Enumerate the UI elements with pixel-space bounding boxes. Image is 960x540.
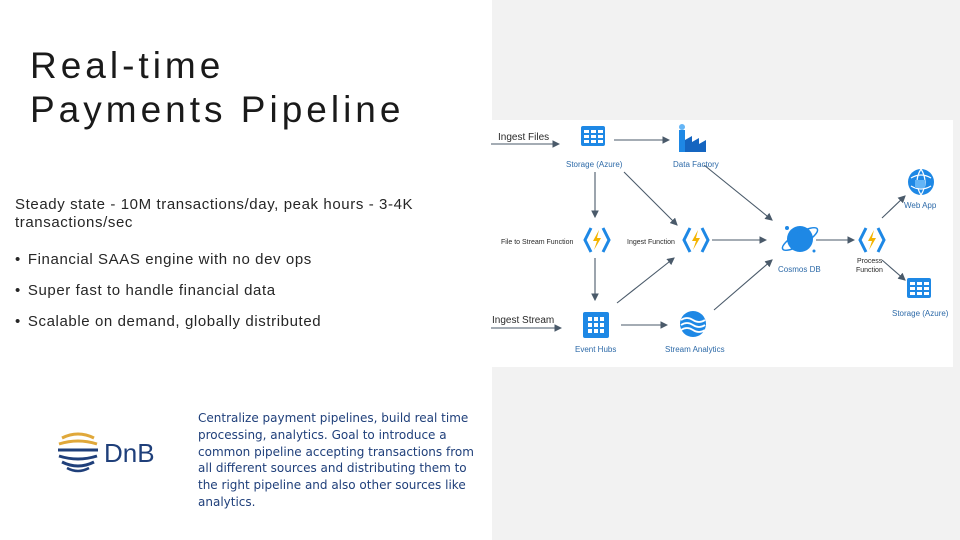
subtitle: Steady state - 10M transactions/day, pea…: [15, 196, 414, 231]
bullet-text: Financial SAAS engine with no dev ops: [27, 251, 312, 268]
title-line-1: Real-time: [30, 45, 225, 86]
bullet-item: •Financial SAAS engine with no dev ops: [15, 251, 312, 268]
text-panel: Real-time Payments Pipeline Steady state…: [15, 44, 474, 509]
dnb-logo: DnB: [58, 428, 178, 476]
ingest-files-label: Ingest Files: [498, 132, 549, 143]
function-icon: [858, 227, 886, 253]
flow-arrows: [491, 136, 906, 332]
logo-mark-icon: [58, 432, 98, 473]
file-to-stream-label: File to Stream Function: [501, 239, 573, 246]
cosmos-db-icon: [781, 226, 819, 253]
process-function-label-1: Process: [857, 258, 883, 265]
title-line-2: Payments Pipeline: [30, 89, 405, 130]
storage-top-label: Storage (Azure): [566, 160, 623, 169]
storage-bottom-label: Storage (Azure): [892, 309, 949, 318]
description-blurb: Centralize payment pipelines, build real…: [198, 411, 474, 509]
data-factory-icon: [679, 124, 706, 152]
function-icon: [682, 227, 710, 253]
data-factory-label: Data Factory: [673, 160, 719, 169]
process-function-label-2: Function: [856, 267, 883, 274]
function-icon: [583, 227, 611, 253]
bullet-item: •Scalable on demand, globally distribute…: [15, 313, 322, 330]
storage-icon: [581, 126, 605, 146]
ingest-function-label: Ingest Function: [627, 239, 675, 246]
bullet-list: •Financial SAAS engine with no dev ops •…: [15, 250, 321, 343]
bullet-text: Super fast to handle financial data: [27, 282, 276, 299]
logo-text: DnB: [104, 438, 155, 468]
event-hubs-icon: [583, 312, 609, 338]
page-title: Real-time Payments Pipeline: [30, 44, 404, 132]
bullet-text: Scalable on demand, globally distributed: [27, 313, 322, 330]
web-app-icon: [908, 168, 934, 196]
storage-icon: [907, 278, 931, 298]
web-app-label: Web App: [904, 201, 937, 210]
stream-analytics-label: Stream Analytics: [665, 345, 725, 354]
event-hubs-label: Event Hubs: [575, 345, 616, 354]
cosmos-db-label: Cosmos DB: [778, 265, 821, 274]
bullet-item: •Super fast to handle financial data: [15, 282, 276, 299]
architecture-diagram: Ingest Files Ingest Stream Storage (Azur…: [489, 120, 953, 367]
stream-analytics-icon: [680, 311, 706, 337]
ingest-stream-label: Ingest Stream: [492, 315, 554, 326]
